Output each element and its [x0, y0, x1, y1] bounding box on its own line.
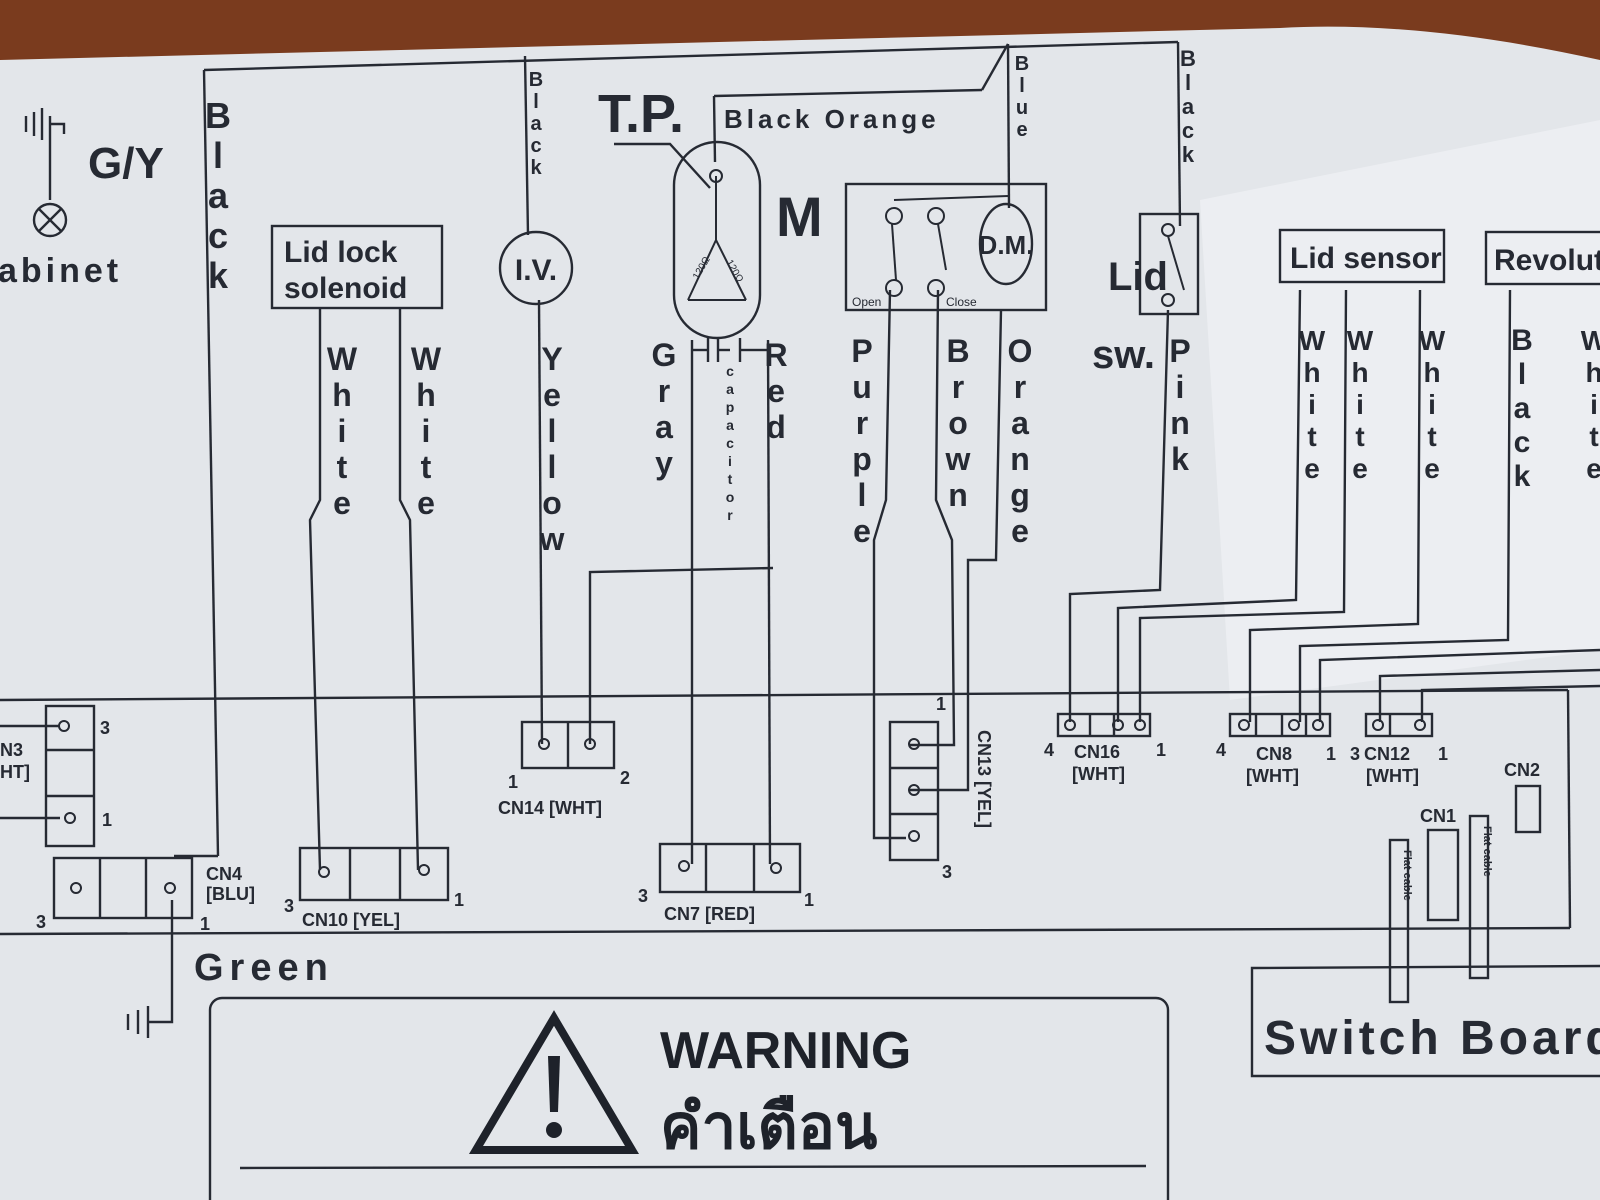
cn3-pin3: 3: [100, 718, 110, 738]
warning-thai: คำเตือน: [660, 1093, 877, 1162]
ground-gy-label: G/Y: [88, 139, 164, 188]
wire-label-top: Black Orange: [724, 104, 940, 134]
cn3-type: HT]: [0, 762, 30, 782]
cn12-pin3: 3: [1350, 744, 1360, 764]
cn14-pin1: 1: [508, 772, 518, 792]
cn1-label: CN1: [1420, 806, 1456, 826]
motor-windings: [687, 169, 747, 301]
lid-switch-label-1: Lid: [1108, 255, 1168, 299]
warning-title: WARNING: [660, 1022, 911, 1080]
cn4-pin1: 1: [200, 914, 210, 934]
revolution-sensor-label: Revolut: [1494, 244, 1600, 277]
cn12-type: [WHT]: [1366, 766, 1419, 786]
lid-lock-solenoid-box: [270, 224, 444, 310]
lid-switch-label-2: sw.: [1092, 333, 1155, 377]
cn16-type: [WHT]: [1072, 764, 1125, 784]
revolution-sensor-box: [1484, 230, 1600, 286]
cabinet-label: abinet: [0, 252, 122, 290]
cn10-pin1: 1: [454, 890, 464, 910]
switch-board-label: Switch Board: [1264, 1012, 1600, 1065]
flat-cable-label-2: Flat cable: [1481, 826, 1493, 877]
connector-shells: [44, 704, 1542, 922]
cn7-pin3: 3: [638, 886, 648, 906]
cn12-name: CN12: [1364, 744, 1410, 764]
cn4-type: [BLU]: [206, 884, 255, 904]
drain-open-label: Open: [852, 295, 881, 309]
cn16-pin4: 4: [1044, 740, 1054, 760]
inlet-valve-label: I.V.: [515, 254, 557, 287]
green-ground-label: Green: [194, 947, 334, 989]
drain-switch-contacts: [885, 195, 1009, 297]
motor-symbol: [672, 140, 762, 340]
connector-pins: [58, 719, 1426, 894]
drain-motor-label: D.M.: [979, 230, 1034, 260]
lid-sensor-box: [1278, 228, 1446, 284]
cn10-pin3: 3: [284, 896, 294, 916]
ground-symbol-top: [32, 202, 68, 238]
cn7-label: CN7 [RED]: [664, 904, 755, 924]
motor-label: M: [776, 185, 823, 248]
lid-lock-label-line2: solenoid: [284, 272, 407, 305]
thermal-protector-label: T.P.: [598, 84, 684, 144]
cn10-label: CN10 [YEL]: [302, 910, 400, 930]
paper-highlight: [1200, 120, 1600, 700]
lid-switch-contacts: [1161, 223, 1185, 307]
cn3-pin1: 1: [102, 810, 112, 830]
cn8-name: CN8: [1256, 744, 1292, 764]
cn13-label: CN13 [YEL]: [974, 730, 994, 828]
cn16-name: CN16: [1074, 742, 1120, 762]
drain-motor-symbol: [978, 202, 1034, 286]
cn14-label: CN14 [WHT]: [498, 798, 602, 818]
wire-lines: [0, 40, 1600, 1200]
cn2-label: CN2: [1504, 760, 1540, 780]
cn4-pin3: 3: [36, 912, 46, 932]
cn8-pin4: 4: [1216, 740, 1226, 760]
lid-lock-label-line1: Lid lock: [284, 236, 398, 269]
cn8-type: [WHT]: [1246, 766, 1299, 786]
cn13-pin3: 3: [942, 862, 952, 882]
inlet-valve-symbol: [498, 230, 574, 306]
drain-motor-box: [844, 182, 1048, 312]
cn14-pin2: 2: [620, 768, 630, 788]
cn8-pin1: 1: [1326, 744, 1336, 764]
lid-sensor-label: Lid sensor: [1290, 242, 1442, 275]
cn13-pin1: 1: [936, 694, 946, 714]
cn4-name: CN4: [206, 864, 242, 884]
cn16-pin1: 1: [1156, 740, 1166, 760]
flat-cable-label-1: Flat cable: [1401, 850, 1413, 901]
warning-icon: [468, 1010, 640, 1154]
lid-switch-box: [1138, 212, 1200, 316]
connector-labels: N3 HT] 3 1 CN4 [BLU] 3 1 3 CN10 [YEL] 1 …: [0, 694, 1540, 934]
cn12-pin1: 1: [1438, 744, 1448, 764]
cn7-pin1: 1: [804, 890, 814, 910]
drain-close-label: Close: [946, 295, 977, 309]
cn3-name: N3: [0, 740, 23, 760]
